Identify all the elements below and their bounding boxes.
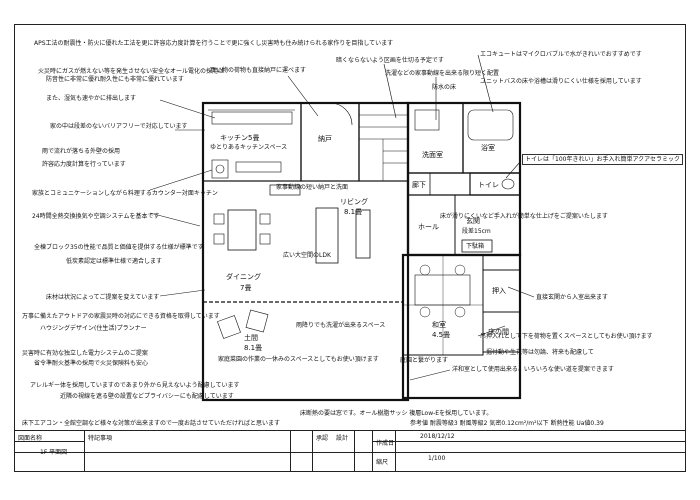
room-toilet: トイレ	[478, 181, 499, 189]
note-kitchen-space: ゆとりあるキッチンスペース	[210, 144, 288, 151]
titleblock-divider-1	[84, 430, 85, 472]
room-kitchen: キッチン5畳	[220, 134, 260, 142]
titleblock-line-top	[14, 430, 686, 431]
note-left-15: アレルギー体を採用していますのであまり外から見えないよう配慮しています	[30, 382, 240, 389]
titleblock-divider-5	[372, 430, 373, 472]
room-living: リビング	[340, 198, 368, 206]
room-genkan-sub: 段差15cm	[462, 228, 491, 235]
note-left-14: 省令準耐火基準の採用で火災保険料も安心	[34, 360, 149, 367]
room-senmen: 洗面室	[422, 151, 443, 159]
tb-label-approved: 承認	[316, 435, 329, 442]
note-right-toilet: トイレは「100年きれい」お手入れ簡単アクアセラミック	[522, 154, 684, 165]
tb-scale: 1/100	[428, 455, 446, 462]
titleblock-divider-2	[290, 430, 291, 472]
note-left-2: また、湿気も速やかに排出します	[46, 95, 137, 102]
note-center-laundry: 洗濯などの家事動線を出来る限り短く配置	[385, 70, 500, 77]
note-doma-garden: 家庭菜園の作業の一休みのスペースとしてもお使い頂けます	[218, 356, 379, 363]
note-left-6: 家族とコミュニケーションしながら料理するカウンター対面キッチン	[32, 190, 218, 197]
note-left-16: 近隣の視線を遮る壁の設置などプライバシーにも配慮しています	[60, 393, 234, 400]
note-center-shopping: 買い物の荷物も直接納戸に運べます	[210, 67, 307, 74]
note-entry: 直接玄関から入室出来ます	[536, 294, 609, 301]
note-right-unitbath: ユニットバスの床や浴槽は滑りにくい仕様を採用しています	[480, 78, 642, 85]
note-top: APS工法の耐震性・防火に優れた工法を更に許容応力度計算を行うことで更に強くし災…	[34, 40, 394, 47]
room-dining-size: 7畳	[240, 284, 252, 292]
titleblock-divider-4	[354, 430, 355, 472]
room-living-size: 8.1畳	[344, 208, 363, 216]
note-hiroi-ldk: 広い大空間のLDK	[283, 252, 331, 259]
room-rouka: 廊下	[412, 181, 426, 189]
note-left-5: 許容応力度計算を行っています	[42, 161, 126, 168]
titleblock-line-mid	[14, 452, 686, 453]
drawing-sheet	[14, 24, 686, 472]
note-washitsu: 洋和室として使用出来る、いろいろな使い道を提案できます	[452, 366, 614, 373]
tb-label-design: 設計	[336, 435, 349, 442]
note-doma-laundry: 雨降りでも洗濯が出来るスペース	[296, 322, 386, 329]
note-left-8: 全棟ブロック35の性能で品質と価値を提供する仕様が標準です	[34, 244, 204, 251]
note-left-10: 床材は状況によってご提案を変えています	[46, 294, 160, 301]
note-bottom-aircon: 床下エアコン・全館空調など様々な対策が出来ますので一度お話させていただければと思…	[22, 420, 281, 427]
note-bottom-window: 床断熱の要は窓です。オール樹脂サッシ 複層Low-Eを採用しています。	[300, 410, 493, 417]
note-left-0: 火災時にガスが燃えない等を発生させない安全なオール電化の採用は	[38, 68, 225, 75]
note-left-1: 防音性に非常に優れ耐久性にも非常に優れています	[46, 76, 184, 83]
room-washitsu-size: 4.5畳	[432, 331, 451, 339]
room-genkan: 玄関	[466, 217, 480, 225]
room-yokushitsu: 浴室	[481, 144, 495, 152]
tb-date: 2018/12/12	[420, 433, 455, 440]
note-left-9: 低炭素認定は標準仕様で適合します	[66, 258, 163, 265]
titleblock-line-name	[14, 441, 84, 442]
tb-drawing-name: 1F 平面図	[40, 449, 68, 456]
room-doma: 土間	[244, 334, 258, 342]
note-kaji-doro: 家事動線の短い納戸と洗面	[276, 184, 349, 191]
room-hall: ホール	[418, 223, 439, 231]
note-left-4: 雨で流れが落ちる外壁の採用	[42, 148, 121, 155]
room-tokonoma: 床の間	[488, 328, 509, 336]
note-performance: 参考値 耐震等級3 耐風等級2 気密0.12cm²/m²以下 断熱性能 Ua値0…	[410, 420, 604, 427]
note-oshiire: 吊押入れとして下を荷物を置くスペースとしてもお使い頂けます	[480, 333, 653, 340]
room-washitsu: 和室	[432, 321, 446, 329]
titleblock-line-date	[372, 441, 686, 442]
titleblock-divider-3	[312, 430, 313, 472]
titleblock-divider-6	[395, 430, 396, 472]
note-floor: 床が滑りにくいなど手入れが簡単な仕上げをご提案いたします	[440, 213, 608, 220]
room-nando: 納戸	[318, 135, 332, 143]
room-doma-size: 8.1畳	[244, 344, 263, 352]
room-dining: ダイニング	[226, 273, 261, 281]
tb-label-scale: 縮尺	[376, 459, 389, 466]
note-center-waterproof: 防水の床	[432, 84, 457, 91]
note-left-3: 家の中は段差のないバリアフリーで対応しています	[50, 123, 188, 130]
note-left-11: 万事に備えたアウトドアの家震災時の対応にできる資格を取得しています	[22, 313, 220, 320]
note-right-ecocute: エコキュートはマイクロバブルで水がきれいでおすすめです	[480, 51, 642, 58]
note-left-12: ハウジングデザイン(住生活)プランナー	[40, 325, 147, 332]
tb-label-remarks: 特記事項	[88, 435, 113, 442]
note-center-dark: 暗くならないよう区画を仕切る予定です	[336, 57, 444, 64]
room-oshiire: 押入	[492, 287, 506, 295]
tb-label-date: 作成日	[376, 440, 395, 447]
tb-label-drawing-name: 図面名称	[18, 435, 43, 442]
note-garden-link: 庭園と繋がります	[400, 357, 449, 364]
note-tokonoma: 掘付動や生花等は勿論、将来も配慮して	[486, 349, 594, 356]
room-shitabako: 下駄箱	[466, 243, 485, 250]
note-left-13: 災害時に有効な独立した電力システムのご提案	[22, 350, 148, 357]
note-left-7: 24時間全熱交換換気や空調システムを基本です	[32, 213, 160, 220]
